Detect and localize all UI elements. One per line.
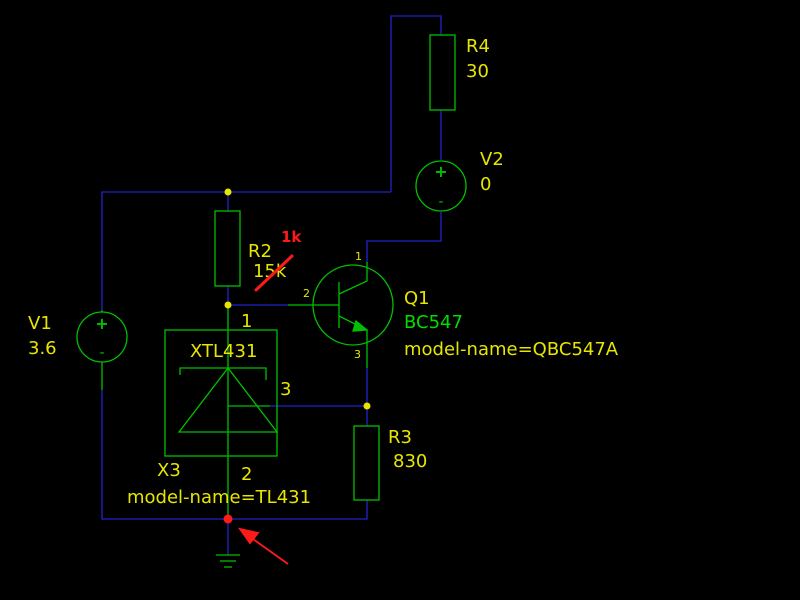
v2-ref-label: V2: [480, 149, 504, 170]
r2-value-strikethrough: [254, 254, 294, 292]
r4-resistor[interactable]: [429, 34, 456, 111]
q1-ref-label: Q1: [404, 288, 430, 309]
v2-minus-sign: -: [438, 194, 443, 210]
q1-pin-base: 2: [303, 287, 310, 300]
v1-plus-sign: +: [95, 314, 108, 333]
r4-value-label: 30: [466, 61, 489, 82]
r2-resistor[interactable]: [214, 210, 241, 287]
v1-ref-label: V1: [28, 313, 52, 334]
wires: [101, 15, 442, 555]
wire-top-r4[interactable]: [390, 15, 442, 192]
r2-ref-label: R2: [248, 241, 272, 262]
junction-ref[interactable]: [363, 402, 371, 410]
x3-ref-label: X3: [157, 460, 181, 481]
v1-value-label: 3.6: [28, 338, 57, 359]
wire-ground-bus[interactable]: [101, 390, 368, 520]
r2-value-label: 15k: [253, 261, 287, 282]
r3-resistor[interactable]: [353, 425, 380, 501]
x3-pin-ref: 3: [280, 379, 291, 400]
q1-pin-emitter: 3: [354, 348, 361, 361]
r3-ref-label: R3: [388, 427, 412, 448]
v2-plus-sign: +: [434, 162, 447, 181]
x3-tl431[interactable]: [164, 305, 279, 519]
x3-pin-anode: 2: [241, 464, 252, 485]
r4-ref-label: R4: [466, 36, 490, 57]
r2-correction-label: 1k: [281, 228, 302, 246]
q1-pin-collector: 1: [355, 250, 362, 263]
q1-model-label: model-name=QBC547A: [404, 339, 619, 360]
annotation-arrow: [237, 527, 289, 565]
x3-type-label: XTL431: [190, 341, 257, 362]
q1-transistor[interactable]: [288, 262, 394, 368]
r3-value-label: 830: [393, 451, 427, 472]
v2-value-label: 0: [480, 174, 491, 195]
wire-v2-collector[interactable]: [366, 212, 442, 262]
q1-emitter-arrow: [352, 319, 369, 332]
q1-type-label: BC547: [404, 312, 463, 333]
v2-source[interactable]: + -: [415, 160, 467, 212]
v1-source[interactable]: + -: [76, 310, 128, 390]
v1-minus-sign: -: [99, 345, 104, 361]
x3-model-label: model-name=TL431: [127, 487, 311, 508]
junction-node1[interactable]: [224, 301, 232, 309]
wire-v1-plus[interactable]: [101, 191, 228, 310]
x3-pin-cathode: 1: [241, 311, 252, 332]
junction-top[interactable]: [224, 188, 232, 196]
junction-ground[interactable]: [223, 514, 233, 524]
ground-icon[interactable]: [216, 554, 240, 568]
